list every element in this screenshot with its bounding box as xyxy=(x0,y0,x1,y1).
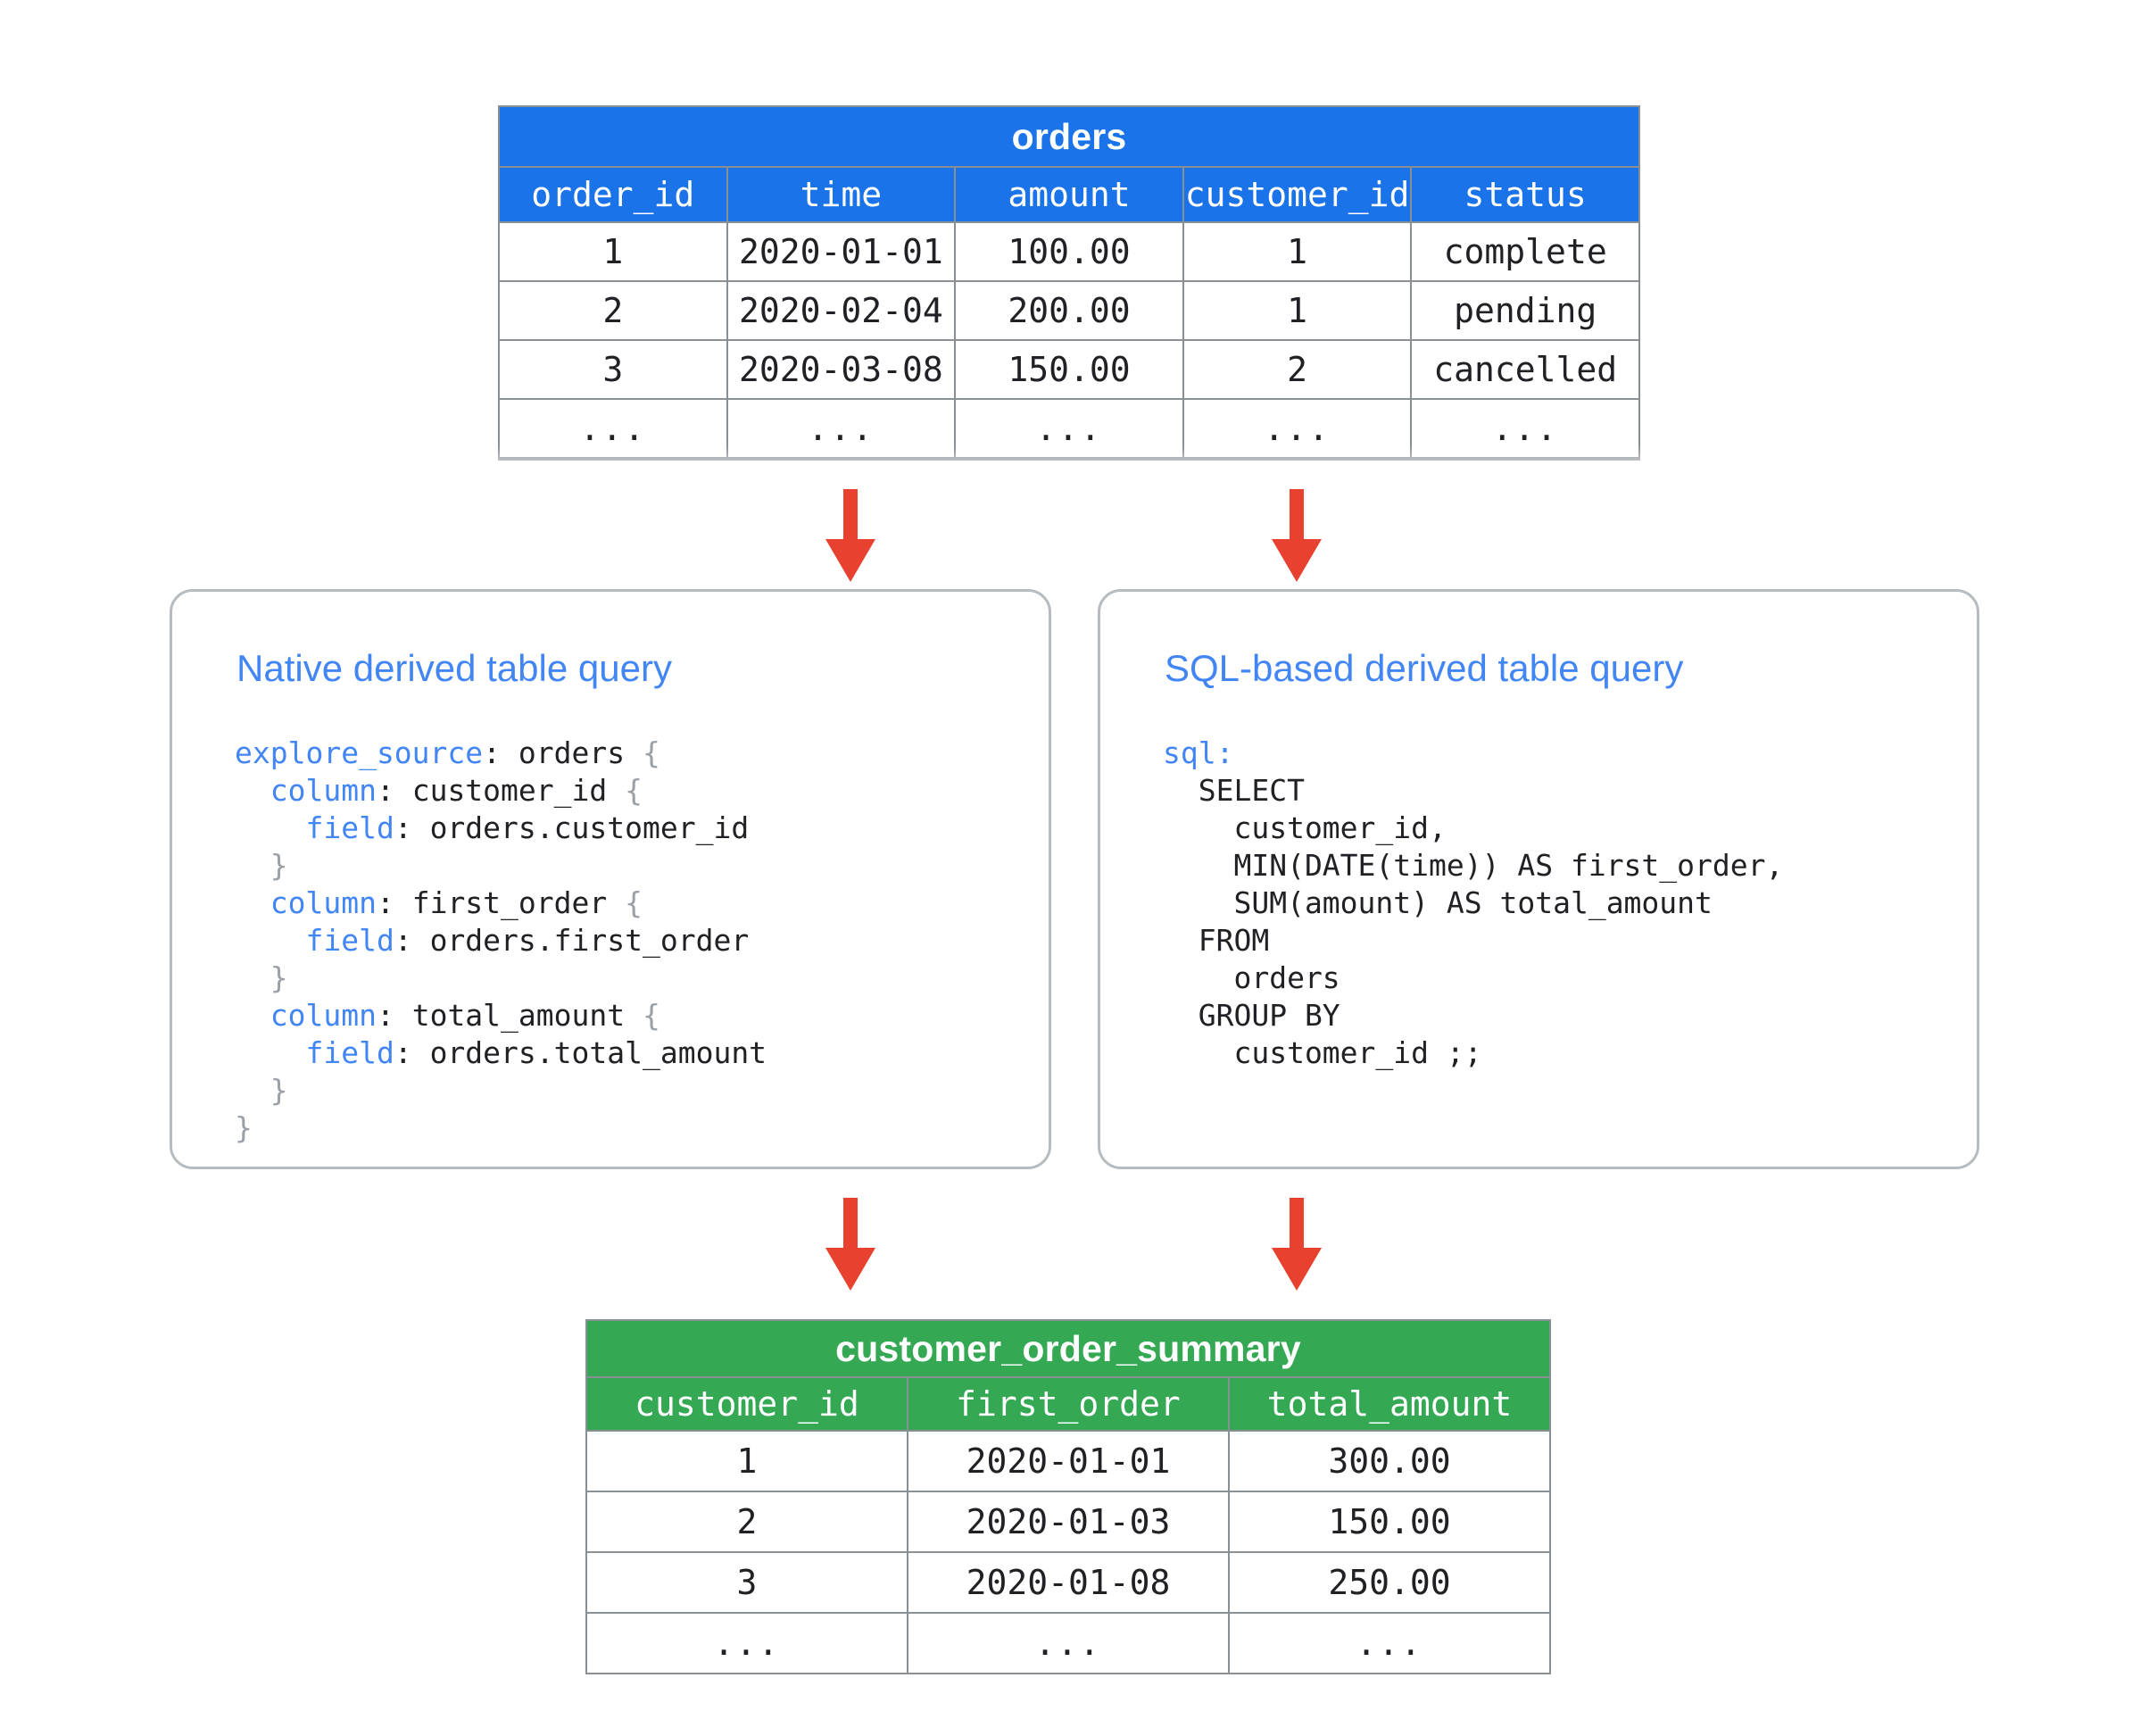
summary-cell-ellipsis: ... xyxy=(1228,1612,1551,1674)
orders-cell: 2 xyxy=(1182,339,1413,400)
orders-cell-blank xyxy=(1182,457,1413,461)
summary-cell: 3 xyxy=(585,1551,908,1614)
summary-table-title: customer_order_summary xyxy=(585,1319,1551,1378)
summary-col-total_amount: total_amount xyxy=(1228,1376,1551,1432)
orders-col-time: time xyxy=(726,166,957,223)
summary-cell: 300.00 xyxy=(1228,1430,1551,1492)
orders-cell-ellipsis: ... xyxy=(498,398,728,459)
orders-cell: 2020-01-01 xyxy=(726,221,957,282)
table-row: 3 2020-01-08 250.00 xyxy=(585,1551,1551,1614)
orders-cell-blank xyxy=(726,457,957,461)
summary-cell: 2020-01-01 xyxy=(907,1430,1230,1492)
summary-table-title-row: customer_order_summary xyxy=(585,1319,1551,1378)
down-arrow-icon xyxy=(825,489,875,582)
summary-col-customer_id: customer_id xyxy=(585,1376,908,1432)
orders-cell: 1 xyxy=(1182,280,1413,341)
summary-cell: 2020-01-03 xyxy=(907,1491,1230,1553)
summary-table-header-row: customer_id first_order total_amount xyxy=(585,1376,1551,1432)
orders-cell: cancelled xyxy=(1410,339,1640,400)
table-row: 2 2020-01-03 150.00 xyxy=(585,1491,1551,1553)
native-panel-title: Native derived table query xyxy=(236,647,672,689)
orders-cell: 2 xyxy=(498,280,728,341)
orders-col-status: status xyxy=(1410,166,1640,223)
sql-panel-code: sql: SELECT customer_id, MIN(DATE(time))… xyxy=(1163,735,1784,1070)
summary-cell-ellipsis: ... xyxy=(585,1612,908,1674)
orders-table-title-row: orders xyxy=(498,105,1640,168)
orders-cell-blank xyxy=(954,457,1184,461)
orders-table: orders order_id time amount customer_id … xyxy=(498,105,1640,461)
orders-cell-ellipsis: ... xyxy=(954,398,1184,459)
summary-cell: 150.00 xyxy=(1228,1491,1551,1553)
summary-cell-ellipsis: ... xyxy=(907,1612,1230,1674)
orders-cell-blank xyxy=(498,457,728,461)
orders-cell: 1 xyxy=(498,221,728,282)
orders-col-amount: amount xyxy=(954,166,1184,223)
table-row: 1 2020-01-01 300.00 xyxy=(585,1430,1551,1492)
orders-cell: 150.00 xyxy=(954,339,1184,400)
native-panel-code: explore_source: orders { column: custome… xyxy=(235,735,767,1145)
down-arrow-icon xyxy=(1272,489,1322,582)
orders-cell-blank xyxy=(1410,457,1640,461)
table-row: 2 2020-02-04 200.00 1 pending xyxy=(498,280,1640,341)
orders-col-customer_id: customer_id xyxy=(1182,166,1413,223)
summary-cell: 1 xyxy=(585,1430,908,1492)
table-row: 1 2020-01-01 100.00 1 complete xyxy=(498,221,1640,282)
customer-order-summary-table: customer_order_summary customer_id first… xyxy=(585,1319,1551,1674)
summary-col-first_order: first_order xyxy=(907,1376,1230,1432)
table-row-clipped xyxy=(498,457,1640,461)
table-row: 3 2020-03-08 150.00 2 cancelled xyxy=(498,339,1640,400)
table-row-ellipsis: ... ... ... ... ... xyxy=(498,398,1640,459)
orders-cell: 1 xyxy=(1182,221,1413,282)
down-arrow-icon xyxy=(825,1198,875,1291)
orders-cell: 200.00 xyxy=(954,280,1184,341)
summary-cell: 250.00 xyxy=(1228,1551,1551,1614)
native-derived-table-query-panel: Native derived table query explore_sourc… xyxy=(170,589,1051,1169)
orders-cell: 3 xyxy=(498,339,728,400)
orders-cell: 2020-02-04 xyxy=(726,280,957,341)
orders-cell: pending xyxy=(1410,280,1640,341)
summary-cell: 2 xyxy=(585,1491,908,1553)
orders-cell: complete xyxy=(1410,221,1640,282)
orders-table-title: orders xyxy=(498,105,1640,168)
orders-cell-ellipsis: ... xyxy=(1182,398,1413,459)
down-arrow-icon xyxy=(1272,1198,1322,1291)
summary-cell: 2020-01-08 xyxy=(907,1551,1230,1614)
orders-table-header-row: order_id time amount customer_id status xyxy=(498,166,1640,223)
orders-cell: 100.00 xyxy=(954,221,1184,282)
table-row-ellipsis: ... ... ... xyxy=(585,1612,1551,1674)
orders-cell-ellipsis: ... xyxy=(726,398,957,459)
orders-col-order_id: order_id xyxy=(498,166,728,223)
orders-cell: 2020-03-08 xyxy=(726,339,957,400)
orders-cell-ellipsis: ... xyxy=(1410,398,1640,459)
sql-based-derived-table-query-panel: SQL-based derived table query sql: SELEC… xyxy=(1098,589,1979,1169)
sql-panel-title: SQL-based derived table query xyxy=(1165,647,1684,689)
